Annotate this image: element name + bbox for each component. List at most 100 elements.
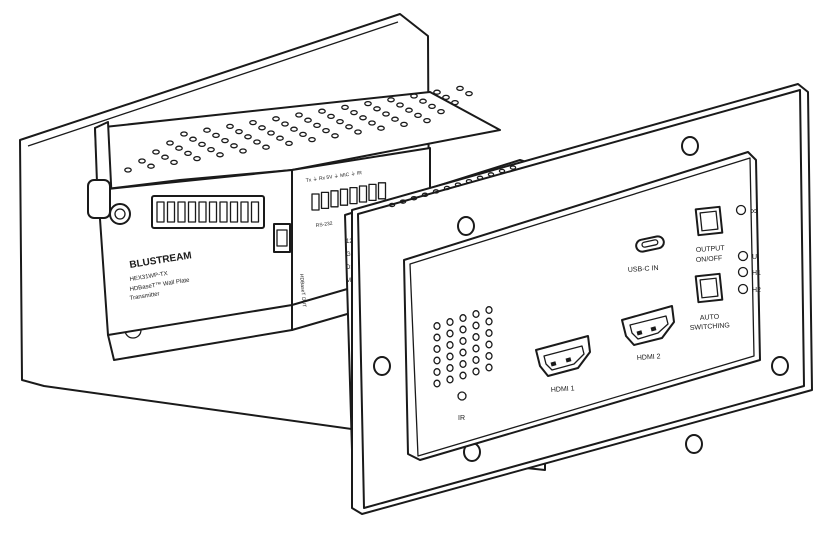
vent-hole <box>313 122 321 129</box>
vent-hole <box>387 97 395 103</box>
grille-hole <box>433 333 441 342</box>
grille-hole <box>472 367 480 376</box>
grille-hole <box>433 345 441 353</box>
grille-hole <box>446 352 454 361</box>
terminal-slot <box>250 201 260 223</box>
rs232-ir-terminals <box>311 182 387 211</box>
grille-hole <box>446 329 454 338</box>
edge-vent <box>487 172 495 177</box>
vent-hole <box>235 128 243 135</box>
edge-vent <box>388 202 396 208</box>
hdbaset-out-label: HDBaseT OUT <box>298 274 307 308</box>
vent-hole <box>322 127 330 134</box>
terminal-pin <box>330 190 339 208</box>
grille-hole <box>446 318 454 326</box>
vent-hole <box>230 143 238 149</box>
grille-hole <box>485 363 493 372</box>
grille-hole <box>459 360 467 368</box>
hdmi2-led <box>737 283 749 295</box>
output-on-off-button[interactable] <box>694 205 724 237</box>
grille-hole <box>472 321 480 330</box>
vent-hole <box>166 140 174 146</box>
grille-hole <box>446 341 454 349</box>
terminal-slot <box>219 201 228 223</box>
mounting-hole <box>685 434 703 454</box>
edge-vent <box>410 195 418 201</box>
terminal-pin <box>368 183 377 202</box>
edge-vent <box>432 189 440 194</box>
vent-hole <box>285 140 293 147</box>
vent-hole <box>216 152 224 158</box>
terminal-slot <box>240 201 249 223</box>
terminal-slot <box>208 201 218 223</box>
vent-hole <box>451 99 459 106</box>
vent-hole <box>175 145 183 151</box>
grille-hole <box>472 310 480 318</box>
grille-hole <box>433 379 441 388</box>
vent-hole <box>226 123 234 130</box>
vent-hole <box>456 85 464 92</box>
mounting-hole <box>771 356 789 376</box>
vent-hole <box>405 107 413 113</box>
vent-hole <box>359 115 367 121</box>
vent-hole <box>253 139 261 145</box>
vent-hole <box>428 103 436 110</box>
hdmi-2-label: HDMI 2 <box>637 353 661 362</box>
terminal-pin <box>339 188 349 206</box>
edge-vent <box>498 168 506 174</box>
vent-hole <box>212 132 220 139</box>
hdmi1-led <box>737 266 749 278</box>
hdbaset-out-port <box>273 223 291 253</box>
vent-hole <box>189 136 197 142</box>
grille-hole <box>433 368 441 376</box>
vent-hole <box>373 106 381 112</box>
vent-hole <box>419 98 427 104</box>
vent-hole <box>276 135 284 141</box>
led-label-h1: H1 <box>752 270 761 277</box>
grille-hole <box>459 371 467 380</box>
back-text-3: DS <box>346 265 354 271</box>
vent-hole <box>327 113 335 120</box>
vent-hole <box>396 102 404 108</box>
terminal-pin <box>358 185 368 203</box>
vent-hole <box>350 109 358 116</box>
hdmi-1-label: HDMI 1 <box>551 385 575 394</box>
grille-hole <box>433 356 441 365</box>
vent-hole <box>364 100 372 107</box>
power-led <box>735 204 747 216</box>
grille-hole <box>472 344 480 353</box>
vent-hole <box>304 117 312 123</box>
auto-label-1: AUTO <box>700 314 720 322</box>
grille-hole <box>459 337 467 345</box>
vent-hole <box>295 112 303 118</box>
front-faceplate: IR HDMI 1 HDMI 2 USB-C IN OUTPUT <box>351 83 813 515</box>
vent-hole <box>281 121 289 127</box>
grille-hole <box>459 348 467 357</box>
auto-switching-button[interactable] <box>694 272 724 304</box>
vent-hole <box>382 111 390 117</box>
vent-hole <box>198 141 206 148</box>
vent-hole <box>437 108 445 115</box>
middle-plate-vents <box>388 165 517 208</box>
grille-hole <box>459 325 467 334</box>
vent-hole <box>400 121 408 128</box>
back-text-2: GN <box>346 252 355 258</box>
grille-hole <box>472 333 480 341</box>
mounting-hole <box>373 356 391 376</box>
hdmi-1-port <box>535 335 591 377</box>
usb-c-port <box>635 235 665 253</box>
vent-hole <box>203 127 211 133</box>
grille-hole <box>446 364 454 372</box>
model-number: HEX31WP-TX <box>129 271 168 283</box>
terminal-pin <box>320 191 330 210</box>
vent-hole <box>331 133 339 139</box>
usb-c-label: USB-C IN <box>628 265 659 274</box>
ir-window <box>457 391 467 401</box>
auto-label-2: SWITCHING <box>690 322 730 332</box>
vent-hole <box>465 90 473 97</box>
vent-hole <box>267 130 275 136</box>
vent-hole <box>423 117 431 124</box>
edge-vent <box>465 178 473 184</box>
grille-hole <box>485 317 493 326</box>
